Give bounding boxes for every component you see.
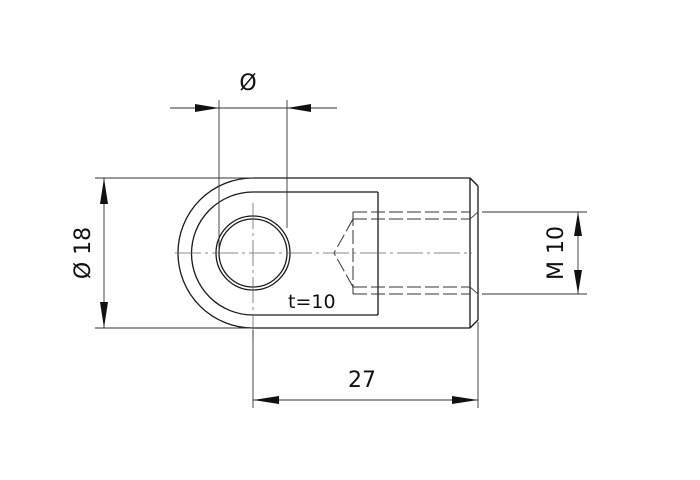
length-dimension: 27	[252, 322, 479, 408]
length-label: 27	[348, 368, 376, 393]
arrow-icon	[452, 396, 478, 404]
thread-label: M 10	[544, 226, 569, 280]
arrow-icon	[574, 270, 582, 294]
arrow-icon	[574, 212, 582, 236]
center-lines	[175, 203, 472, 345]
outer-diameter-label: Ø 18	[71, 227, 96, 279]
thickness-label: t=10	[288, 291, 336, 313]
hole-diameter-label: Ø	[239, 71, 256, 96]
arrow-icon	[100, 302, 108, 328]
arrow-icon	[195, 104, 219, 112]
thread-dimension: M 10	[482, 211, 587, 295]
outer-diameter-dimension: Ø 18	[71, 177, 253, 329]
hole-diameter-dimension: Ø	[170, 71, 337, 253]
arrow-icon	[100, 178, 108, 204]
arrow-icon	[253, 396, 279, 404]
arrow-icon	[287, 104, 311, 112]
